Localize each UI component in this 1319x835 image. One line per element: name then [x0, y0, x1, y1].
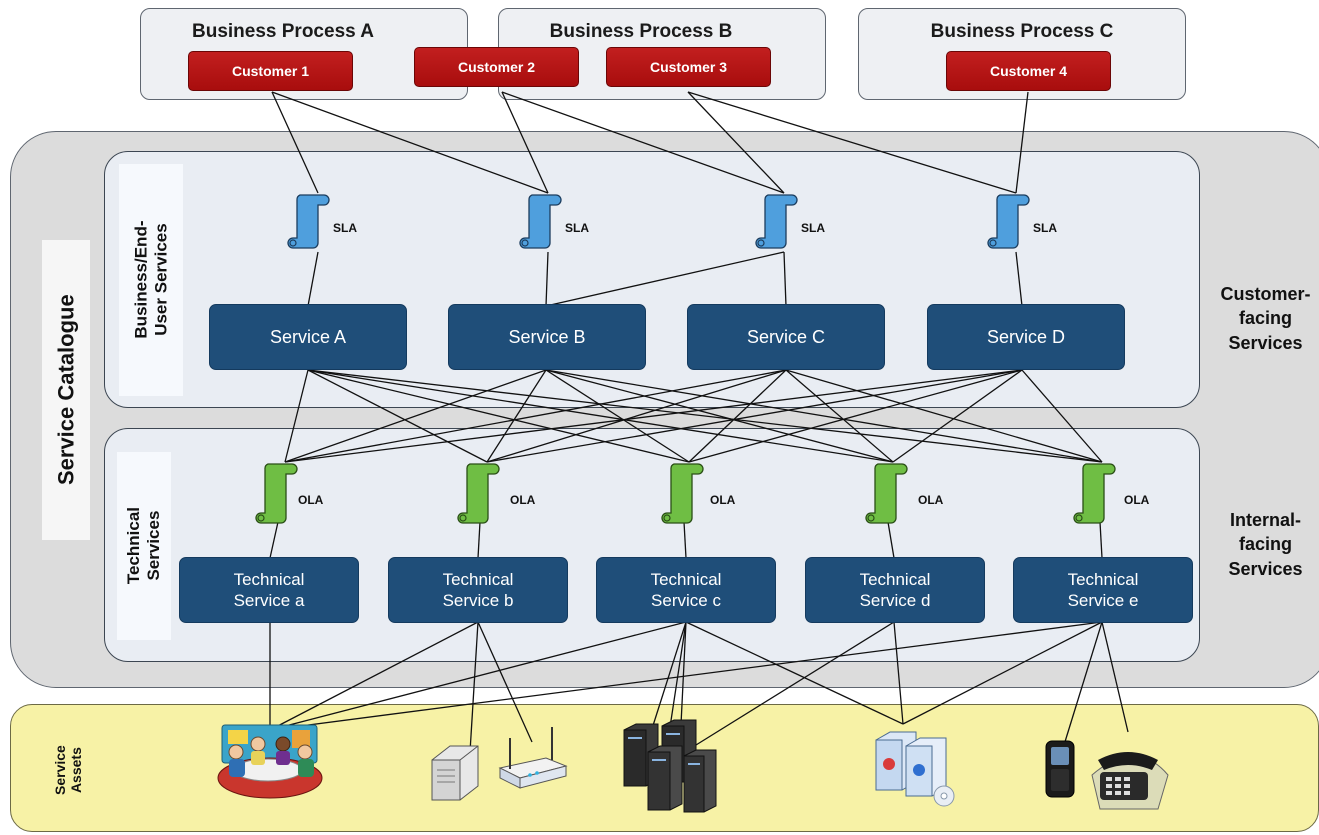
- sla-scroll-icon: [755, 194, 798, 249]
- software-box-icon: [875, 731, 955, 807]
- customer-4-badge: Customer 4: [946, 51, 1111, 91]
- ola-scroll-icon: [865, 463, 908, 524]
- customer-facing-line3: Services: [1228, 332, 1303, 353]
- technical-service-d-line2: Service d: [859, 591, 931, 610]
- service-a-box: Service A: [209, 304, 407, 370]
- sla-label-3: SLA: [801, 221, 825, 235]
- technical-service-e-line1: Technical: [1067, 569, 1139, 589]
- sla-scroll-icon: [287, 194, 330, 249]
- service-c-box: Service C: [687, 304, 885, 370]
- customer-facing-line1: Customer-: [1220, 284, 1311, 304]
- ola-label-4: OLA: [918, 493, 944, 507]
- technical-service-c-box: Technical Service c: [596, 557, 776, 623]
- business-process-b-title: Business Process B: [549, 21, 733, 42]
- server-rack-icon: [623, 719, 717, 813]
- ola-scroll-icon: [661, 463, 704, 524]
- business-services-label-box: Business/End-User Services: [119, 164, 183, 396]
- sla-scroll-icon: [987, 194, 1030, 249]
- business-process-a-title: Business Process A: [192, 21, 374, 42]
- technical-service-b-line1: Technical: [442, 569, 514, 589]
- ola-label-3: OLA: [710, 493, 736, 507]
- ola-icons: [255, 463, 1116, 524]
- ola-label-2: OLA: [510, 493, 536, 507]
- technical-services-label-box: Technical Services: [117, 452, 171, 640]
- ola-scroll-icon: [255, 463, 298, 524]
- technical-service-e-box: Technical Service e: [1013, 557, 1193, 623]
- customer-facing-line2: facing: [1238, 308, 1292, 329]
- technical-service-c-line2: Service c: [651, 591, 721, 610]
- ola-label-5: OLA: [1124, 493, 1150, 507]
- internal-facing-services-label: Internal- facing Services: [1212, 508, 1319, 581]
- service-d-box: Service D: [927, 304, 1125, 370]
- service-b-box: Service B: [448, 304, 646, 370]
- sla-label-2: SLA: [565, 221, 589, 235]
- technical-service-a-box: Technical Service a: [179, 557, 359, 623]
- network-router-icon: [431, 727, 568, 801]
- ola-scroll-icon: [457, 463, 500, 524]
- phone-icon: [1045, 740, 1169, 810]
- business-process-c-title: Business Process C: [930, 21, 1114, 42]
- sla-label-1: SLA: [333, 221, 357, 235]
- internal-facing-line3: Services: [1228, 558, 1303, 579]
- technical-service-c-line1: Technical: [650, 569, 722, 589]
- sla-label-4: SLA: [1033, 221, 1057, 235]
- internal-facing-line2: facing: [1238, 534, 1292, 555]
- technical-service-a-line1: Technical: [233, 569, 305, 589]
- service-catalogue-label-box: Service Catalogue: [42, 240, 90, 540]
- technical-service-e-line2: Service e: [1067, 591, 1139, 610]
- ola-scroll-icon: [1073, 463, 1116, 524]
- customer-2-badge: Customer 2: [414, 47, 579, 87]
- ola-label-1: OLA: [298, 493, 324, 507]
- customer-3-badge: Customer 3: [606, 47, 771, 87]
- technical-service-b-box: Technical Service b: [388, 557, 568, 623]
- sla-icons: [287, 194, 1030, 249]
- technical-service-d-box: Technical Service d: [805, 557, 985, 623]
- meeting-people-icon: [217, 724, 323, 799]
- technical-service-b-line2: Service b: [442, 591, 514, 610]
- customer-facing-services-label: Customer- facing Services: [1212, 282, 1319, 355]
- customer-1-badge: Customer 1: [188, 51, 353, 91]
- technical-service-a-line2: Service a: [233, 591, 305, 610]
- sla-scroll-icon: [519, 194, 562, 249]
- internal-facing-line1: Internal-: [1229, 510, 1301, 530]
- technical-service-d-line1: Technical: [859, 569, 931, 589]
